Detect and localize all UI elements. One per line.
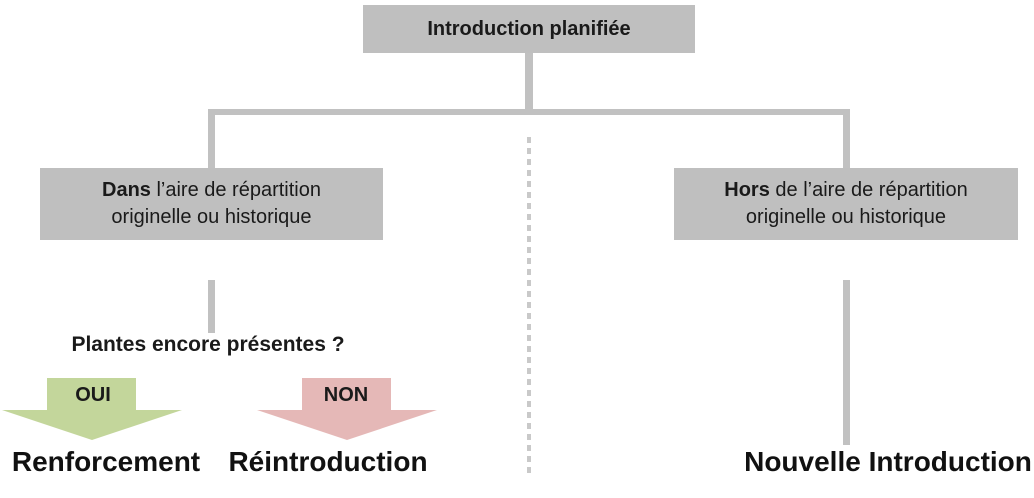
- connector-horizontal: [208, 109, 850, 115]
- down-arrow-non-shape: [257, 378, 437, 440]
- down-arrow-oui-shape: [2, 378, 182, 440]
- root-box: Introduction planifiée: [363, 5, 695, 53]
- oui-label: OUI: [75, 383, 111, 406]
- connector-left-drop: [208, 113, 215, 168]
- out-of-range-box-line1: Hors de l’aire de répartition: [724, 177, 967, 204]
- down-arrow-oui-icon: [2, 378, 182, 440]
- in-range-box-bold: Dans: [102, 179, 151, 201]
- out-of-range-box-rest: de l’aire de répartition: [769, 179, 968, 201]
- in-range-box-rest: l’aire de répartition: [150, 179, 321, 201]
- result-renforcement: Renforcement: [11, 446, 201, 477]
- connector-right-drop: [843, 113, 850, 168]
- connector-root-stem: [525, 53, 533, 111]
- connector-right-stem: [843, 280, 850, 445]
- center-dashed-divider: [527, 137, 531, 476]
- down-arrow-non-icon: [257, 378, 437, 440]
- root-box-label: Introduction planifiée: [427, 17, 631, 40]
- out-of-range-box: Hors de l’aire de répartition originelle…: [674, 168, 1018, 240]
- question-label: Plantes encore présentes ?: [71, 333, 345, 356]
- in-range-box-line2: originelle ou historique: [111, 206, 312, 228]
- result-reintroduction: Réintroduction: [228, 446, 428, 477]
- in-range-box: Dans l’aire de répartition originelle ou…: [40, 168, 383, 240]
- connector-left-stub: [208, 280, 215, 333]
- in-range-box-line1: Dans l’aire de répartition: [102, 177, 321, 204]
- non-label: NON: [323, 383, 369, 406]
- result-nouvelle-introduction: Nouvelle Introduction: [744, 446, 1032, 477]
- out-of-range-box-line2: originelle ou historique: [745, 206, 947, 228]
- out-of-range-box-bold: Hors: [724, 179, 770, 201]
